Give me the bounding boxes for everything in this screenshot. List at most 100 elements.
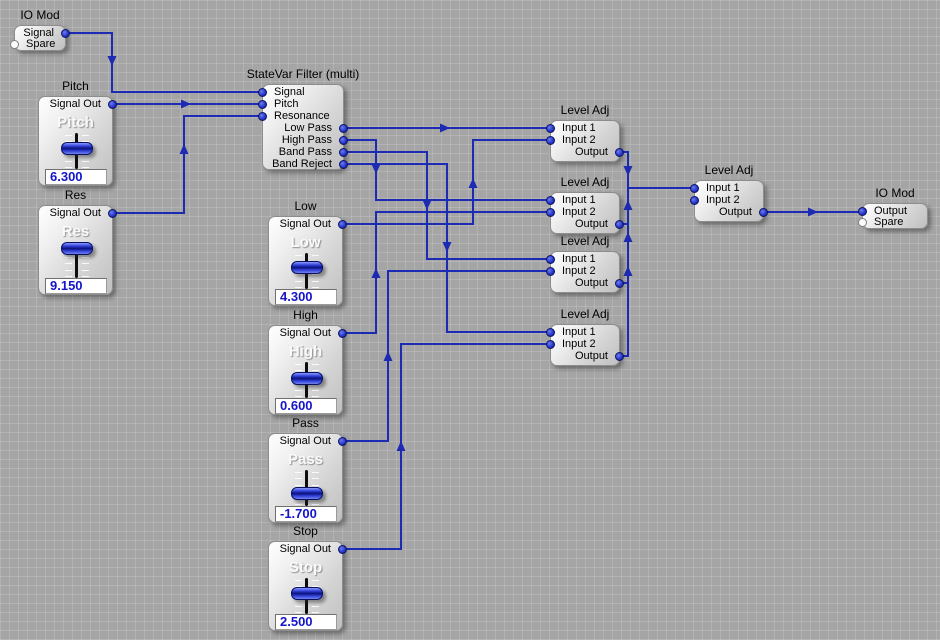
slider-tick xyxy=(311,274,319,276)
slider-tick xyxy=(311,396,319,397)
slider-name-label-pitch: Pitch xyxy=(57,114,94,131)
slider-tick xyxy=(311,504,319,505)
pin-dot-level-adj-4-output[interactable] xyxy=(615,352,624,361)
pin-dot-level-adj-2-output[interactable] xyxy=(615,220,624,229)
pin-dot-statevar-filter-band-reject[interactable] xyxy=(339,160,348,169)
slider-tick xyxy=(294,370,302,372)
pin-dot-level-adj-1-output[interactable] xyxy=(615,148,624,157)
pin-dot-high-signal-out[interactable] xyxy=(338,329,347,338)
wire-arrow xyxy=(181,99,191,109)
pin-label-low-signal-out: Signal Out xyxy=(279,218,331,230)
pin-dot-level-adj-3-input-2[interactable] xyxy=(546,267,555,276)
pin-dot-level-adj-2-input-2[interactable] xyxy=(546,208,555,217)
value-box-high[interactable]: 0.600 xyxy=(275,398,337,414)
module-title-level-adj-4: Level Adj xyxy=(560,307,610,321)
slider-handle-stop[interactable] xyxy=(290,586,323,600)
module-title-level-adj-2: Level Adj xyxy=(560,175,610,189)
slider-tick xyxy=(311,364,319,365)
pin-dot-pass-signal-out[interactable] xyxy=(338,437,347,446)
pin-dot-io-mod-out-spare[interactable] xyxy=(858,218,867,227)
value-box-stop[interactable]: 2.500 xyxy=(275,614,337,630)
wire-io-mod-in-Signal-to-statevar-filter-Signal[interactable] xyxy=(66,32,262,93)
pin-dot-statevar-filter-band-pass[interactable] xyxy=(339,148,348,157)
pin-dot-io-mod-in-signal[interactable] xyxy=(61,29,70,38)
pin-dot-statevar-filter-signal[interactable] xyxy=(258,88,267,97)
slider-tick xyxy=(64,276,72,277)
wire-arrow xyxy=(440,123,450,133)
module-title-pitch: Pitch xyxy=(62,79,89,93)
slider-tick xyxy=(311,255,319,256)
module-title-level-adj-out: Level Adj xyxy=(704,163,754,177)
slider-handle-res[interactable] xyxy=(60,241,93,255)
pin-dot-stop-signal-out[interactable] xyxy=(338,545,347,554)
slider-tick xyxy=(311,389,319,391)
slider-tick xyxy=(64,263,72,265)
pin-dot-io-mod-out-output[interactable] xyxy=(858,207,867,216)
slider-tick xyxy=(294,504,302,505)
pin-dot-res-signal-out[interactable] xyxy=(108,209,117,218)
pin-label-level-adj-3-input-1: Input 1 xyxy=(562,253,596,265)
pin-label-level-adj-4-output: Output xyxy=(574,350,608,362)
slider-name-label-low: Low xyxy=(290,234,321,251)
slider-handle-pitch[interactable] xyxy=(60,141,93,155)
pin-dot-level-adj-4-input-2[interactable] xyxy=(546,340,555,349)
pin-dot-statevar-filter-pitch[interactable] xyxy=(258,100,267,109)
pin-dot-low-signal-out[interactable] xyxy=(338,220,347,229)
pin-dot-level-adj-1-input-2[interactable] xyxy=(546,136,555,145)
pin-dot-pitch-signal-out[interactable] xyxy=(108,100,117,109)
pin-dot-level-adj-out-input-1[interactable] xyxy=(690,184,699,193)
wire-level-adj-1-Output-to-level-adj-out-Input-1[interactable] xyxy=(620,151,694,189)
value-box-pitch[interactable]: 6.300 xyxy=(45,169,107,185)
pin-dot-statevar-filter-resonance[interactable] xyxy=(258,112,267,121)
wire-stop-Signal-Out-to-level-adj-4-Input-2[interactable] xyxy=(343,343,550,550)
pin-dot-level-adj-3-output[interactable] xyxy=(615,279,624,288)
wire-res-Signal-Out-to-statevar-filter-Resonance[interactable] xyxy=(113,115,262,214)
slider-handle-low[interactable] xyxy=(290,260,323,274)
slider-handle-high[interactable] xyxy=(290,371,323,385)
pin-label-level-adj-4-input-2: Input 2 xyxy=(562,338,596,350)
pin-label-io-mod-in-signal: Signal xyxy=(23,27,54,39)
slider-tick xyxy=(81,154,89,156)
slider-tick xyxy=(311,287,319,288)
pin-label-level-adj-2-input-1: Input 1 xyxy=(562,194,596,206)
slider-tick xyxy=(294,396,302,397)
slider-name-label-res: Res xyxy=(61,223,90,240)
value-box-res[interactable]: 9.150 xyxy=(45,278,107,294)
value-box-low[interactable]: 4.300 xyxy=(275,289,337,305)
wire-arrow xyxy=(442,242,452,252)
pin-dot-statevar-filter-low-pass[interactable] xyxy=(339,124,348,133)
pin-dot-io-mod-in-spare[interactable] xyxy=(10,40,19,49)
slider-tick xyxy=(294,472,302,473)
pin-dot-statevar-filter-high-pass[interactable] xyxy=(339,136,348,145)
slider-tick xyxy=(294,287,302,288)
pin-dot-level-adj-out-input-2[interactable] xyxy=(690,196,699,205)
slider-handle-pass[interactable] xyxy=(290,486,323,500)
pin-label-stop-signal-out: Signal Out xyxy=(279,543,331,555)
pin-dot-level-adj-4-input-1[interactable] xyxy=(546,328,555,337)
pin-label-level-adj-out-input-1: Input 1 xyxy=(706,182,740,194)
value-box-pass[interactable]: -1.700 xyxy=(275,506,337,522)
wire-arrow xyxy=(383,351,393,361)
pin-dot-level-adj-3-input-1[interactable] xyxy=(546,255,555,264)
slider-tick xyxy=(294,478,302,480)
slider-tick xyxy=(81,167,89,168)
pin-dot-level-adj-out-output[interactable] xyxy=(759,208,768,217)
pin-dot-level-adj-2-input-1[interactable] xyxy=(546,196,555,205)
pin-dot-level-adj-1-input-1[interactable] xyxy=(546,124,555,133)
